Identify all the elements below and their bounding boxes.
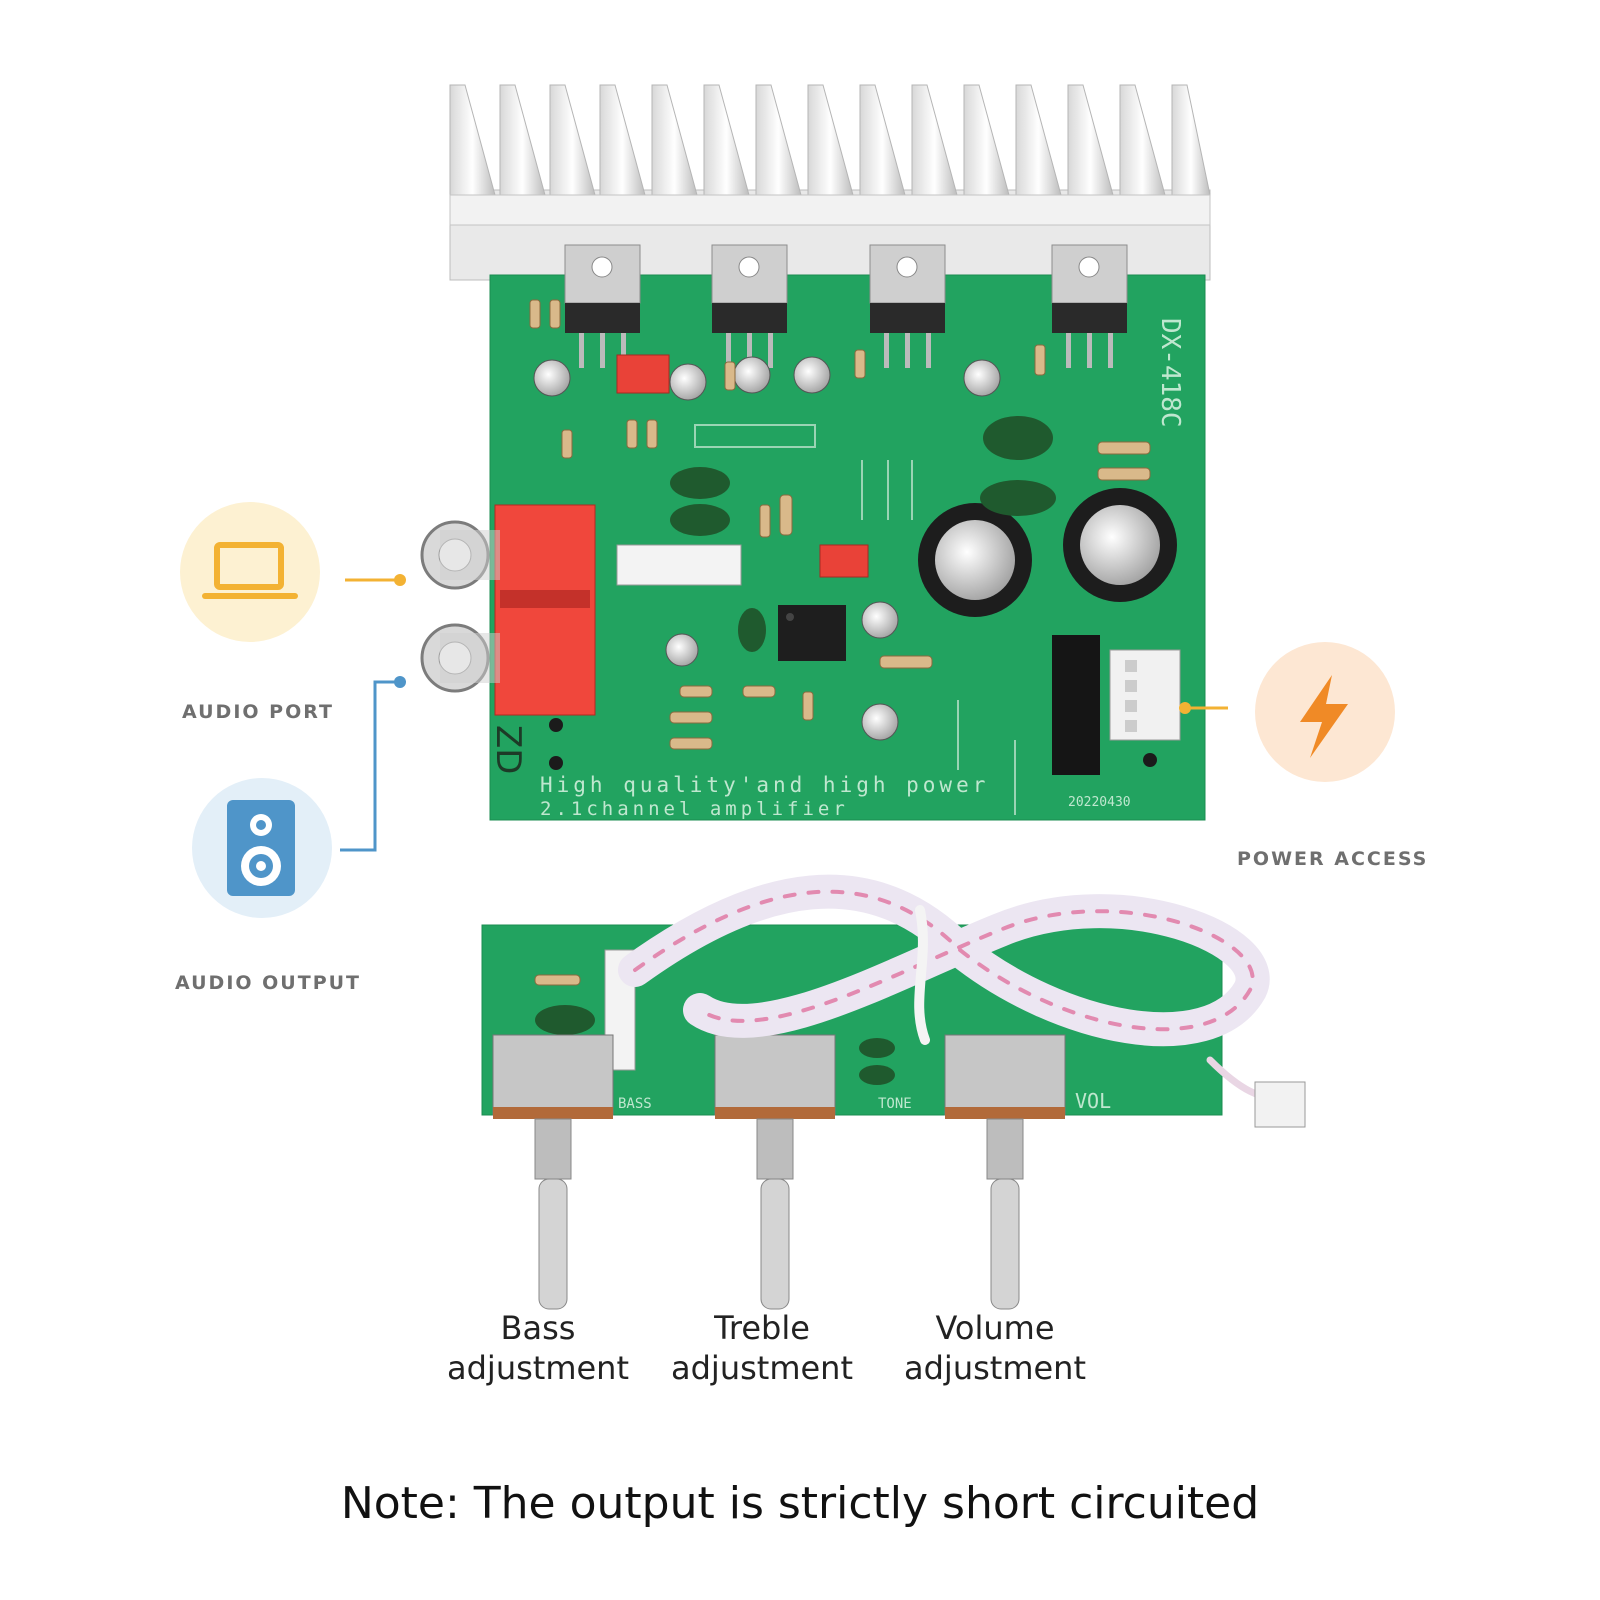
board-maker-mark: ZD [488, 725, 528, 774]
board-date-code: 20220430 [1068, 795, 1131, 810]
power-transistors [564, 244, 1128, 368]
ribbon-header [616, 544, 742, 586]
rca-input-jacks [420, 504, 596, 716]
bass-label-line1: Bass [500, 1309, 576, 1347]
op-amp-ic [778, 605, 846, 661]
audio-output-label: AUDIO OUTPUT [175, 972, 362, 994]
bass-label-line2: adjustment [447, 1349, 629, 1387]
resistors [529, 299, 1151, 750]
small-capacitors [533, 356, 1001, 741]
control-film-caps [859, 1038, 895, 1085]
ribbon-cable [618, 874, 1294, 1104]
board-silk-line2: 2.1channel amplifier [540, 798, 849, 820]
lightning-icon [1300, 675, 1348, 758]
laptop-icon [202, 542, 298, 599]
treble-label-line2: adjustment [671, 1349, 853, 1387]
silkscreen-traces [694, 424, 1016, 815]
red-connectors [616, 354, 869, 578]
control-silk-bass: BASS [618, 1096, 652, 1112]
board-silk-line1: High quality'and high power [540, 773, 989, 797]
treble-label-line1: Treble [714, 1309, 810, 1347]
power-access-label: POWER ACCESS [1237, 848, 1429, 870]
power-connector [1052, 635, 1181, 775]
film-capacitors [670, 416, 1056, 652]
filter-capacitors [918, 488, 1177, 617]
short-circuit-note: Note: The output is strictly short circu… [340, 1478, 1260, 1529]
control-silk-tone: TONE [878, 1096, 912, 1112]
small-plug [1254, 1081, 1306, 1128]
volume-label-line1: Volume [935, 1309, 1055, 1347]
bass-knob-label: Bass adjustment [408, 1308, 668, 1388]
treble-knob-label: Treble adjustment [632, 1308, 892, 1388]
audio-port-label: AUDIO PORT [182, 701, 334, 723]
potentiometers [492, 1034, 1066, 1310]
volume-label-line2: adjustment [904, 1349, 1086, 1387]
control-silk-vol: VOL [1075, 1089, 1111, 1113]
audio-port-badge [180, 502, 320, 642]
volume-knob-label: Volume adjustment [865, 1308, 1125, 1388]
callout-lines [340, 574, 1228, 852]
board-model-text: DX-418C [1155, 318, 1185, 428]
heatsink [449, 84, 1211, 226]
mounting-holes [549, 718, 1157, 770]
speaker-icon [227, 800, 295, 896]
